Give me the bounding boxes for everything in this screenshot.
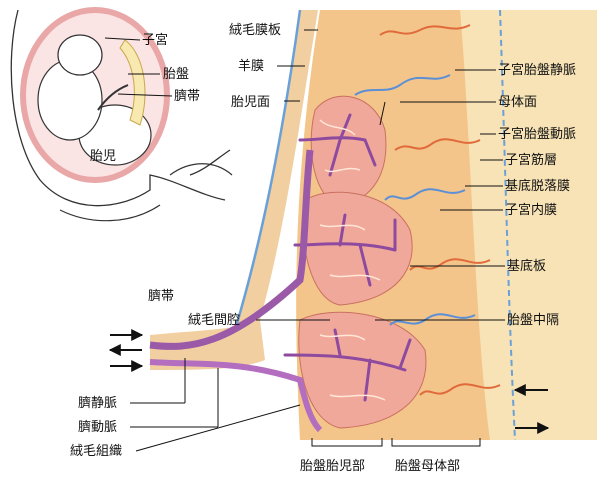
label-fetus: 胎児 bbox=[90, 149, 116, 164]
label-myometrium: 子宮筋層 bbox=[505, 152, 557, 168]
label-placenta-small: 胎盤 bbox=[163, 67, 189, 82]
villous-lobe-2 bbox=[302, 191, 413, 306]
umbilical-cord-shape bbox=[150, 320, 265, 370]
label-uterus: 子宮 bbox=[142, 32, 168, 48]
label-umbilical-cord: 臍帯 bbox=[148, 288, 174, 304]
label-umbilical-cord-small: 臍帯 bbox=[174, 88, 200, 104]
umbilical-vein-shape bbox=[149, 149, 314, 350]
label-decidua-basalis: 基底脱落膜 bbox=[505, 178, 570, 194]
villous-lobe-3 bbox=[298, 311, 427, 429]
umbilical-artery-shape bbox=[149, 359, 323, 433]
label-intervillous-space: 絨毛間腔 bbox=[188, 313, 240, 328]
leader-uterus bbox=[104, 37, 141, 41]
placenta-section bbox=[108, 9, 597, 441]
fetus-limb bbox=[57, 34, 103, 76]
label-maternal-surface: 母体面 bbox=[498, 95, 537, 110]
label-uteroplacental-vein: 子宮胎盤静脈 bbox=[498, 62, 576, 78]
placenta-small-shape bbox=[119, 39, 146, 126]
label-basal-plate: 基底板 bbox=[507, 258, 546, 274]
label-placental-septum: 胎盤中隔 bbox=[507, 313, 559, 328]
label-chorionic-plate: 絨毛膜板 bbox=[229, 23, 281, 38]
label-endometrium: 子宮内膜 bbox=[505, 202, 557, 218]
pregnancy-inset: 子宮 胎盤 臍帯 胎児 bbox=[10, 7, 233, 222]
label-fetal-surface: 胎児面 bbox=[231, 95, 270, 110]
label-fetal-part: 胎盤胎児部 bbox=[300, 459, 365, 474]
leader-lines bbox=[130, 29, 505, 452]
villous-lobe-1 bbox=[310, 95, 387, 206]
amnion-line bbox=[233, 9, 302, 331]
label-umbilical-vein: 臍静脈 bbox=[78, 395, 117, 411]
villous-inner-vessels bbox=[319, 119, 386, 401]
label-maternal-part: 胎盤母体部 bbox=[395, 459, 460, 474]
uterine-serosa bbox=[499, 9, 516, 441]
umbilical-cord-small-shape bbox=[97, 84, 129, 111]
label-amnion: 羊膜 bbox=[238, 58, 264, 74]
uteroplacental-arteries bbox=[379, 24, 501, 396]
label-umbilical-artery: 臍動脈 bbox=[78, 419, 117, 435]
label-villous-tissue: 絨毛組織 bbox=[70, 444, 122, 459]
chorionic-plate bbox=[235, 10, 318, 330]
pelvis-outline bbox=[59, 163, 233, 222]
leader-cord-small bbox=[117, 93, 173, 97]
label-uteroplacental-artery: 子宮胎盤動脈 bbox=[498, 126, 576, 142]
